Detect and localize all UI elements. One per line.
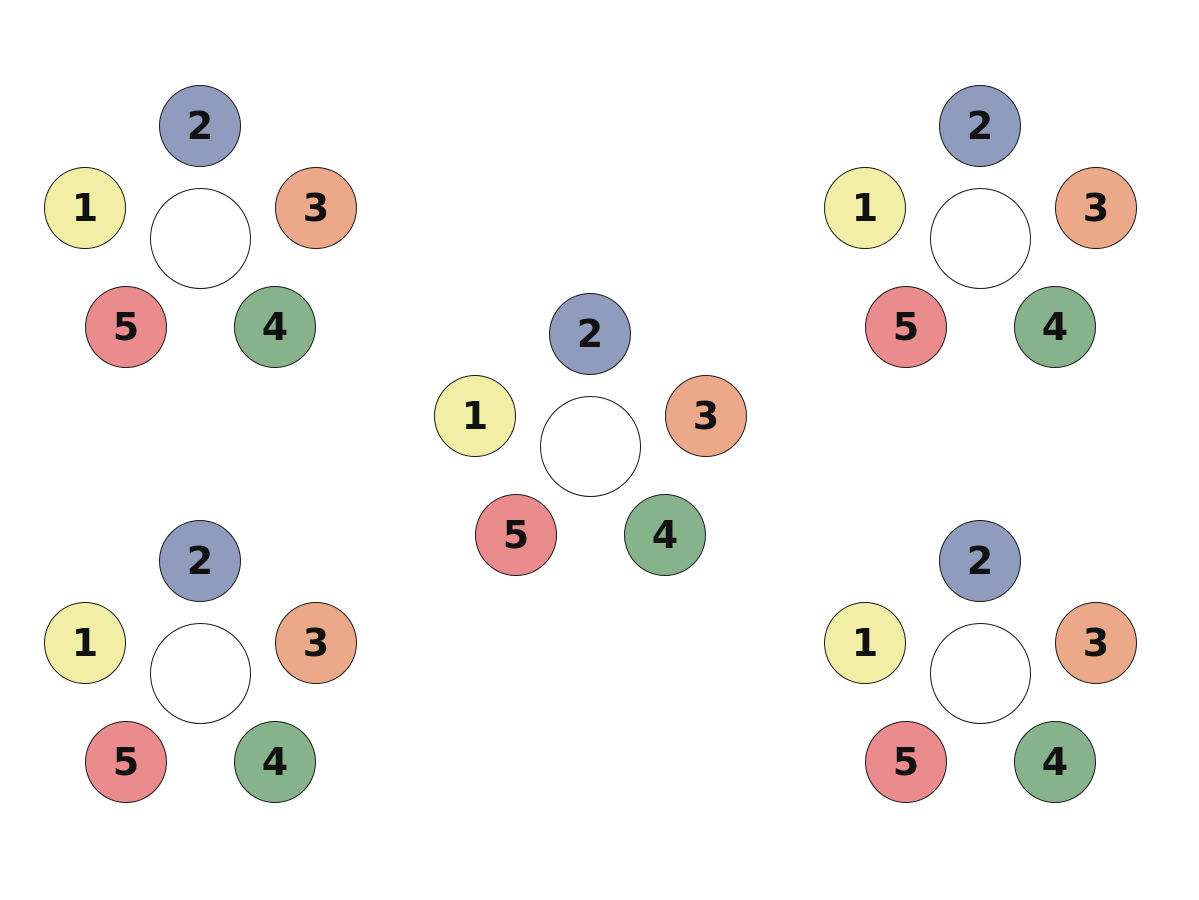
- center-empty-circle: [539, 395, 641, 497]
- numbered-circle-4: 4: [1014, 721, 1096, 803]
- numbered-circle-5: 5: [85, 286, 167, 368]
- numbered-circle-2: 2: [159, 520, 241, 602]
- numbered-circle-2: 2: [549, 293, 631, 375]
- numbered-circle-1: 1: [44, 602, 126, 684]
- numbered-circle-1: 1: [434, 375, 516, 457]
- numbered-circle-1: 1: [44, 167, 126, 249]
- numbered-circle-3: 3: [665, 375, 747, 457]
- numbered-circle-3: 3: [1055, 167, 1137, 249]
- numbered-circle-3: 3: [275, 602, 357, 684]
- numbered-circle-3: 3: [1055, 602, 1137, 684]
- numbered-circle-5: 5: [85, 721, 167, 803]
- numbered-circle-2: 2: [939, 85, 1021, 167]
- numbered-circle-5: 5: [475, 494, 557, 576]
- numbered-circle-2: 2: [939, 520, 1021, 602]
- numbered-circle-1: 1: [824, 602, 906, 684]
- numbered-circle-4: 4: [234, 286, 316, 368]
- center-empty-circle: [149, 622, 251, 724]
- numbered-circle-1: 1: [824, 167, 906, 249]
- numbered-circle-4: 4: [1014, 286, 1096, 368]
- center-empty-circle: [929, 622, 1031, 724]
- numbered-circle-3: 3: [275, 167, 357, 249]
- center-empty-circle: [149, 187, 251, 289]
- numbered-circle-5: 5: [865, 721, 947, 803]
- numbered-circle-4: 4: [624, 494, 706, 576]
- numbered-circle-4: 4: [234, 721, 316, 803]
- center-empty-circle: [929, 187, 1031, 289]
- numbered-circle-2: 2: [159, 85, 241, 167]
- numbered-circle-5: 5: [865, 286, 947, 368]
